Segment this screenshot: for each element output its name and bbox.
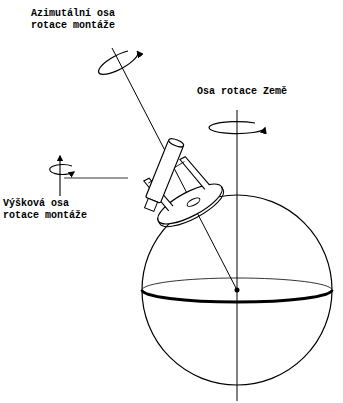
axis-label: Azimutální osa rotace montáže	[30, 8, 124, 32]
altitude-leader	[64, 178, 128, 179]
azimuth-axis	[112, 48, 237, 290]
earth-axis	[237, 110, 238, 401]
altitude-rotation-arrow	[50, 165, 74, 175]
mount-platform	[119, 127, 229, 238]
azimuth-rotation-arrow	[96, 46, 141, 79]
axis-label: Osa rotace Země	[196, 86, 296, 98]
altitude-axis-arrow	[59, 156, 60, 196]
earth-rotation-arrow	[209, 122, 265, 134]
axis-label: Výšková osa rotace montáže	[2, 198, 96, 222]
